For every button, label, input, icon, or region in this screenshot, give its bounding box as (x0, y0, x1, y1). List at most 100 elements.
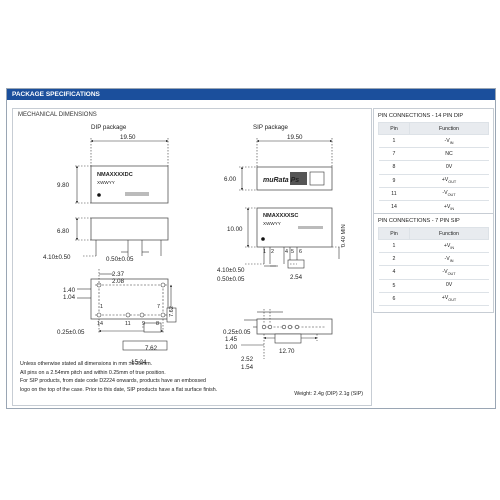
pin7-header-function: Function (409, 227, 489, 240)
dip-pin-width-dim: 0.50±0.05 (106, 256, 134, 263)
dip-dim-b2: 2.08 (112, 278, 125, 285)
sip-dim-b1: 1.45 (225, 336, 238, 343)
dip-dim-b3: 1.40 (63, 287, 76, 294)
sip-pin-4: 4 (285, 249, 288, 255)
sip-pin-5: 5 (291, 249, 294, 255)
sip-marking (298, 226, 323, 229)
pin-function: 0V (409, 279, 489, 293)
pin-function: +VOUT (409, 174, 489, 188)
dip-part-number: NMAXXXXDC (97, 172, 133, 178)
pin-connections-14-dip: PIN CONNECTIONS - 14 PIN DIP Pin Functio… (373, 108, 494, 222)
dip-row-length-dim: 15.24 (131, 359, 147, 366)
table-row: 14+VIN (378, 200, 489, 215)
dip-height-dim: 9.80 (57, 182, 70, 189)
dip-spacing-dim: 7.62 (145, 345, 158, 352)
sip-dim-c2: 1.54 (241, 364, 254, 371)
weight-text: Weight: 2.4g (DIP) 2.1g (SIP) (294, 391, 363, 397)
sip-dim-c1: 2.52 (241, 356, 254, 363)
sip-height-dim: 6.00 (224, 176, 237, 183)
table-row: 1+VIN (378, 239, 489, 254)
table-row: 11-VOUT (378, 187, 489, 201)
sip-row-box (274, 333, 302, 344)
pin-function: -VOUT (409, 187, 489, 201)
table-row: 9+VOUT (378, 174, 489, 188)
dip-pin-9: 9 (142, 321, 145, 327)
pin-function: -VOUT (409, 265, 489, 280)
sip-logo-mark (290, 172, 307, 185)
pin-function: +VIN (409, 200, 489, 215)
dip-pin-11: 11 (125, 321, 131, 327)
sip-side-height-dim: 10.00 (227, 226, 243, 233)
pin-number: 4 (378, 265, 410, 280)
pin-function: NC (409, 147, 489, 162)
notes: Unless otherwise stated all dimensions i… (20, 360, 260, 395)
dip-pin-row-box (166, 307, 177, 323)
dip-side-height-dim: 6.80 (57, 228, 70, 235)
dip-pin-dia-dim: 0.25±0.05 (57, 329, 85, 336)
sip-row-dim: 12.70 (279, 348, 295, 355)
dip-top-view (90, 165, 169, 204)
dip-row-length-box (122, 340, 168, 351)
dip-dim-b4: 1.04 (63, 294, 76, 301)
sip-pin-dia-dim: 0.25±0.05 (223, 329, 251, 336)
pin-function: +VOUT (409, 292, 489, 306)
pin-function: 0V (409, 160, 489, 175)
dip-pin-row-dim: 7.62 (169, 306, 175, 317)
sip-dim-b2: 1.00 (225, 344, 238, 351)
sip-logo-text: muRata Ps (263, 177, 299, 184)
sip-pin-1: 1 (263, 249, 266, 255)
sip-min-dim: 0.40 MIN (341, 224, 347, 247)
sip-pin1-marker (261, 237, 265, 241)
panel-header: PACKAGE SPECIFICATIONS (7, 89, 495, 100)
sip-pin-length-dim: 4.10±0.50 (217, 267, 245, 274)
dip-side-view (90, 217, 169, 241)
mechanical-dimensions-box: MECHANICAL DIMENSIONS (12, 108, 372, 406)
note-line: For SIP products, from date code D2224 o… (20, 378, 206, 385)
note-line: All pins on a 2.54mm pitch and within 0.… (20, 369, 166, 376)
table-row: 2-VIN (378, 252, 489, 267)
pin-number: 5 (378, 279, 410, 293)
sip-part-number: NMAXXXXSC (263, 213, 298, 219)
sip-pin-2: 2 (271, 249, 274, 255)
dip-pin-8: 8 (156, 321, 159, 327)
note-line: logo on the top of the case. Prior to th… (20, 387, 218, 394)
dip-pin-14: 14 (97, 321, 103, 327)
dip-spacing-box (143, 322, 162, 333)
sip-width-dim: 19.50 (287, 134, 303, 141)
sip-ps-mark (309, 171, 325, 186)
dip-date-code: XWWYY (97, 180, 115, 185)
table-row: 6+VOUT (378, 292, 489, 306)
pin-number: 7 (378, 147, 410, 162)
pin-connections-7-sip: PIN CONNECTIONS - 7 PIN SIP Pin Function… (373, 213, 494, 313)
mechanical-drawing: DIP package 19.50 9.80 NMAXXXXDC XWWYY 6… (43, 124, 347, 371)
dip-pin-1: 1 (100, 304, 103, 310)
pin-number: 6 (378, 292, 410, 306)
dip-pin-7: 7 (157, 304, 160, 310)
pin-number: 8 (378, 160, 410, 175)
pin-function: +VIN (409, 239, 489, 254)
pin-function: -VIN (409, 252, 489, 267)
pin-number: 1 (378, 239, 410, 254)
sip-pin-6: 6 (299, 249, 302, 255)
pin14-header-function: Function (409, 122, 489, 135)
dip-pin1-marker (97, 193, 101, 197)
sip-package-label: SIP package (253, 124, 289, 131)
pin-function: -VIN (409, 134, 489, 149)
pin14-header-pin: Pin (378, 122, 410, 135)
note-line: Unless otherwise stated all dimensions i… (20, 361, 153, 367)
pin-number: 1 (378, 134, 410, 149)
sip-pin-width-dim: 0.50±0.05 (217, 276, 245, 283)
dip-dim-b1: 2.37 (112, 271, 125, 278)
package-specifications-panel: PACKAGE SPECIFICATIONS MECHANICAL DIMENS… (6, 88, 496, 409)
mechanical-dimensions-title: MECHANICAL DIMENSIONS (18, 112, 97, 118)
dip-package-label: DIP package (91, 124, 127, 131)
dip-bottom-view (90, 278, 169, 320)
table-row: 1-VIN (378, 134, 489, 149)
dip-width-dim: 19.50 (120, 134, 136, 141)
pin7-header-pin: Pin (378, 227, 410, 240)
pin-number: 14 (378, 200, 410, 215)
